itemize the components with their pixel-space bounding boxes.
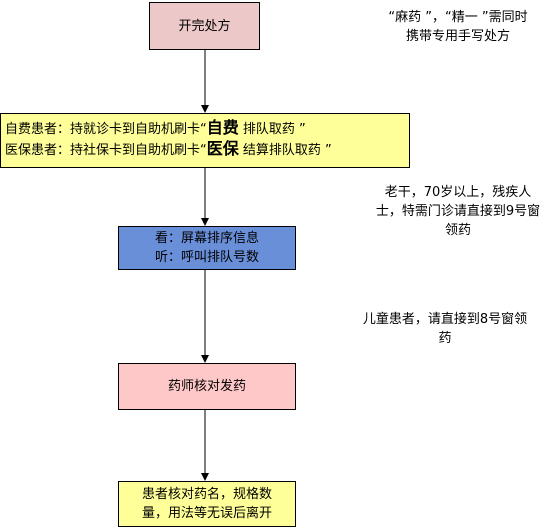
step-swipe-card: 自费患者：持就诊卡到自助机刷卡“自费 排队取药 ” 医保患者：持社保卡到自助机刷…: [0, 113, 410, 168]
step-patient-check: 患者核对药名，规格数 量，用法等无误后离开: [118, 481, 296, 527]
step-verify-label: 药师核对发药: [167, 379, 246, 394]
note-elderly: 老干，70岁以上，残疾人 士，特需门诊请直接到9号窗 领药: [375, 185, 541, 238]
insured-instruction: 医保患者：持社保卡到自助机刷卡“医保 结算排队取药 ”: [5, 139, 332, 158]
queue-listen-text: 听：呼叫排队号数: [154, 250, 259, 265]
self-pay-instruction: 自费患者：持就诊卡到自助机刷卡“自费 排队取药 ”: [5, 118, 306, 137]
step-prescribe: 开完处方: [149, 2, 260, 50]
check-text-line1: 患者核对药名，规格数: [141, 487, 272, 502]
note-special-drugs: “麻药 ”，“精一 ”需同时 携带专用手写处方: [388, 10, 528, 44]
step-queue-info: 看：屏幕排序信息 听：呼叫排队号数: [118, 226, 296, 270]
note-children: 儿童患者，请直接到8号窗领 药: [362, 312, 528, 346]
step-pharmacist-verify: 药师核对发药: [118, 363, 296, 410]
check-text-line2: 量，用法等无误后离开: [141, 506, 272, 521]
queue-watch-text: 看：屏幕排序信息: [154, 231, 259, 246]
step-prescribe-label: 开完处方: [178, 18, 231, 34]
